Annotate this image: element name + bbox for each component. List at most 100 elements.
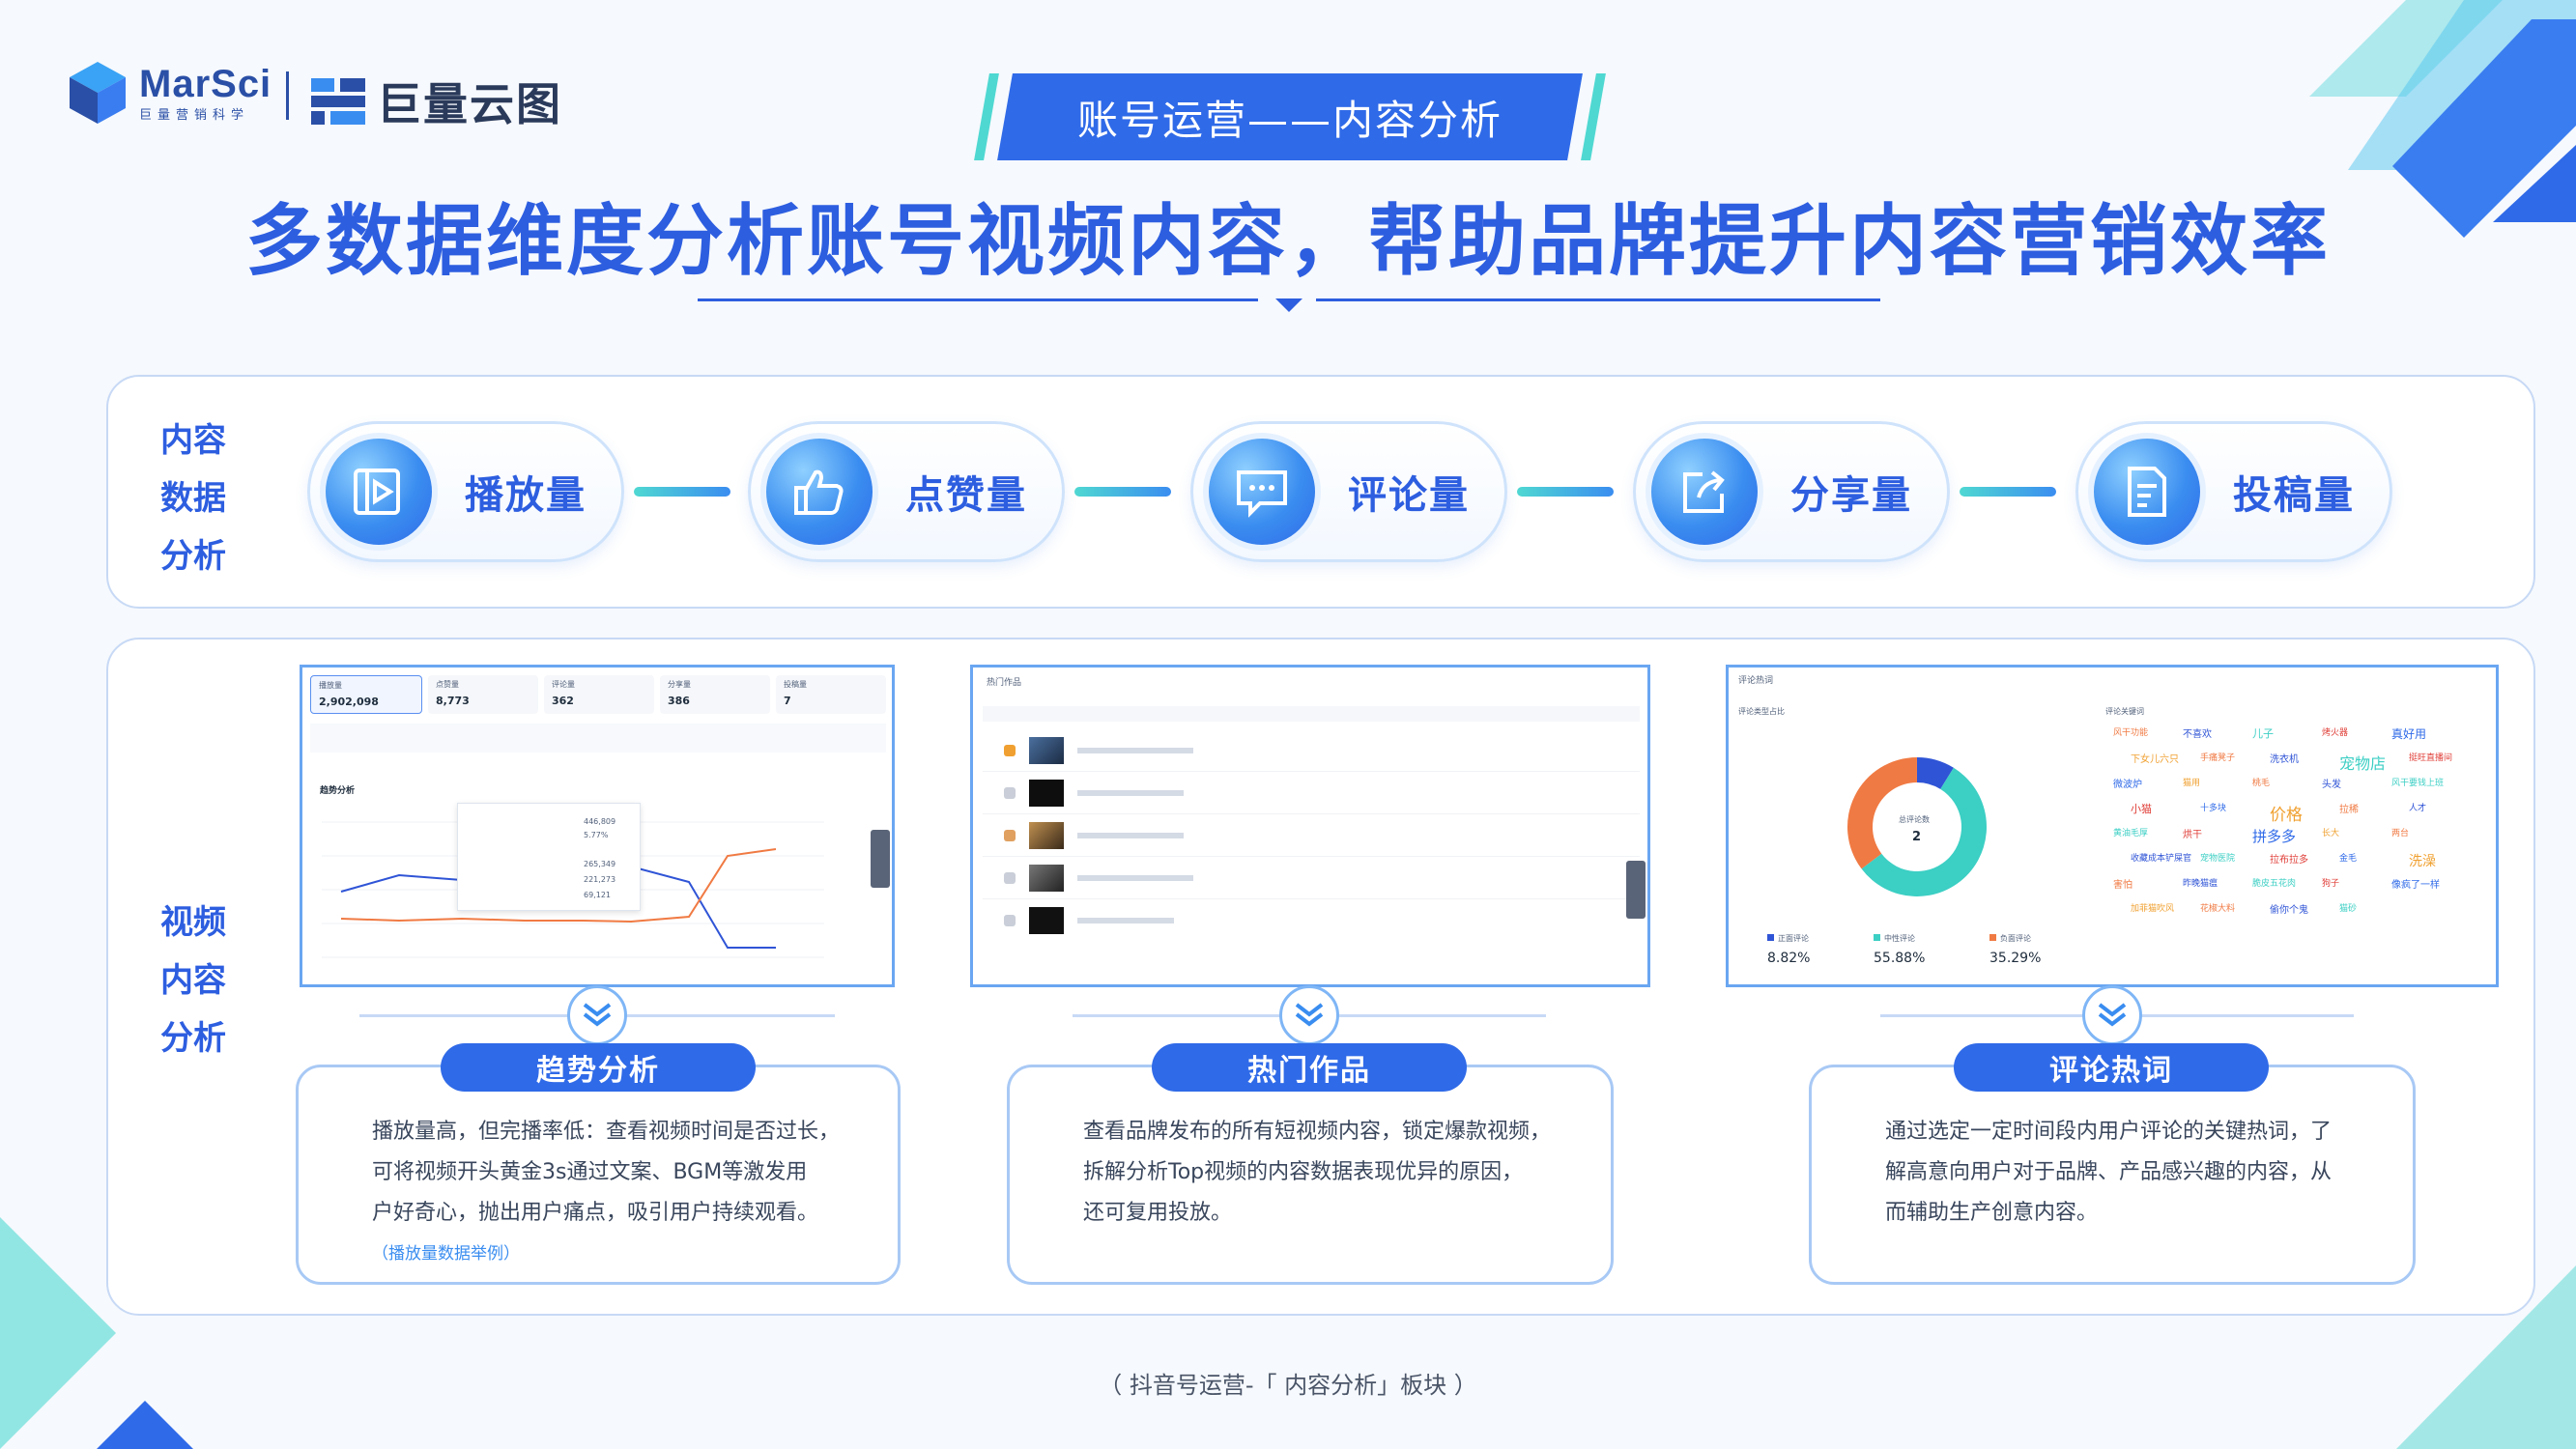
decoration-top-right	[2309, 0, 2576, 238]
marsci-brand-name: MarSci	[139, 63, 272, 105]
word-cloud-term: 桃毛	[2252, 779, 2271, 788]
word-cloud-term: 宠物医院	[2200, 854, 2236, 864]
stat-card: 播放量 2,902,098	[310, 675, 422, 714]
word-cloud-term: 拼多多	[2252, 828, 2297, 845]
stat-card: 评论量 362	[544, 675, 654, 714]
headline-arrow-icon	[1275, 298, 1302, 312]
word-cloud-term: 洗澡	[2409, 854, 2436, 869]
card-tab-comment-words: 评论热词	[1954, 1043, 2269, 1092]
play-icon	[320, 433, 438, 551]
comment-words-card: 通过选定一定时间段内用户评论的关键热词，了 解高意向用户对于品牌、产品感兴趣的内…	[1809, 1065, 2416, 1285]
word-cloud-term: 挺旺直播间	[2409, 753, 2453, 763]
content-data-side-label: 内容 数据 分析	[160, 421, 226, 576]
word-cloud-term: 小猫	[2131, 803, 2152, 815]
word-cloud-term: 宠物店	[2339, 754, 2387, 773]
word-cloud-term: 不喜欢	[2183, 729, 2212, 740]
word-cloud-term: 头发	[2322, 780, 2341, 790]
decoration-bottom-right	[2396, 1265, 2576, 1449]
headline-rule-right	[1316, 298, 1880, 301]
metric-play-count: 播放量	[307, 421, 624, 562]
table-row	[983, 814, 1640, 857]
trend-title: 趋势分析	[320, 786, 356, 796]
card-body: 通过选定一定时间段内用户评论的关键热词，了 解高意向用户对于品牌、产品感兴趣的内…	[1885, 1120, 2333, 1225]
card-tab-hot-works: 热门作品	[1152, 1043, 1467, 1092]
hot-works-table	[983, 729, 1640, 942]
chevron-down-icon	[2082, 985, 2142, 1045]
word-cloud-term: 像疯了一样	[2391, 880, 2440, 891]
legend-neutral: 中性评论 55.88%	[1874, 934, 1926, 966]
marsci-logo: MarSci 巨量营销科学	[68, 60, 272, 126]
juliang-yuntu-logo: 巨量云图	[311, 70, 562, 133]
stats-strip: 播放量 2,902,098 点赞量 8,773 评论量 362 分享量 386 …	[310, 675, 886, 714]
word-cloud-term: 拉布拉多	[2270, 855, 2308, 866]
word-cloud-term: 风干功能	[2113, 728, 2149, 738]
document-icon	[2088, 433, 2206, 551]
word-cloud-term: 猫用	[2183, 779, 2201, 788]
hot-works-screenshot: 热门作品	[970, 665, 1650, 987]
chevron-down-icon	[567, 985, 627, 1045]
legend-negative: 负面评论 35.29%	[1989, 934, 2042, 966]
keyword-word-cloud: 风干功能不喜欢儿子烤火器真好用下女儿六只手痛凳子洗衣机宠物店挺旺直播间微波炉猫用…	[2094, 725, 2480, 948]
card-tab-trend: 趋势分析	[441, 1043, 756, 1092]
hot-works-title: 热门作品	[987, 678, 1022, 688]
page-headline: 多数据维度分析账号视频内容，帮助品牌提升内容营销效率	[245, 196, 2331, 286]
trend-analysis-card: 播放量高，但完播率低：查看视频时间是否过长， 可将视频开头黄金3s通过文案、BG…	[296, 1065, 901, 1285]
table-row	[983, 729, 1640, 772]
word-cloud-term: 风干要钱上班	[2391, 779, 2445, 788]
word-cloud-term: 昨晚猫瘟	[2183, 879, 2218, 889]
comment-donut-chart	[1847, 757, 1987, 896]
partner-name: 巨量云图	[377, 78, 562, 130]
comment-icon	[1203, 433, 1321, 551]
metric-post-count: 投稿量	[2075, 421, 2392, 562]
word-cloud-term: 猫砂	[2339, 904, 2358, 914]
card-body: 播放量高，但完播率低：查看视频时间是否过长， 可将视频开头黄金3s通过文案、BG…	[372, 1112, 840, 1274]
marsci-cube-icon	[70, 62, 126, 124]
metric-share-count: 分享量	[1633, 421, 1950, 562]
word-cloud-term: 偷你个鬼	[2270, 905, 2308, 916]
trend-tooltip: 446,809 5.77% 265,349 221,273 69,121	[457, 803, 641, 911]
word-cloud-term: 两台	[2391, 829, 2410, 838]
metric-like-count: 点赞量	[748, 421, 1065, 562]
logo-divider	[286, 71, 289, 120]
word-cloud-term: 微波炉	[2113, 780, 2142, 790]
word-cloud-term: 人才	[2409, 804, 2427, 813]
donut-slice	[1917, 757, 1954, 789]
section-tag-text: 账号运营——内容分析	[1076, 96, 1503, 144]
chevron-down-icon	[1279, 985, 1339, 1045]
word-cloud-term: 花椒大料	[2200, 904, 2236, 914]
word-cloud-term: 收藏成本铲屎官	[2131, 854, 2192, 864]
metric-connector	[1517, 487, 1614, 497]
metric-connector	[634, 487, 730, 497]
section-tag: 账号运营——内容分析	[974, 73, 1606, 160]
comment-words-title: 评论热词	[1738, 676, 1774, 686]
word-cloud-term: 金毛	[2339, 854, 2358, 864]
word-cloud-term: 长大	[2322, 829, 2340, 838]
word-cloud-term: 加菲猫吹风	[2131, 904, 2175, 914]
word-cloud-term: 下女儿六只	[2131, 754, 2179, 765]
table-header	[983, 706, 1640, 722]
word-cloud-term: 十多块	[2200, 804, 2227, 813]
table-row	[983, 857, 1640, 899]
word-cloud-term: 烘干	[2183, 830, 2202, 840]
word-cloud-term: 价格	[2270, 806, 2303, 825]
table-row	[983, 899, 1640, 942]
word-cloud-term: 洗衣机	[2270, 754, 2299, 765]
marsci-brand-sub: 巨量营销科学	[139, 108, 250, 123]
trend-analysis-screenshot: 播放量 2,902,098 点赞量 8,773 评论量 362 分享量 386 …	[300, 665, 895, 987]
donut-slice	[1847, 757, 1917, 869]
legend-positive: 正面评论 8.82%	[1767, 934, 1811, 966]
stat-card: 分享量 386	[660, 675, 770, 714]
yuntu-mark-icon	[311, 78, 365, 125]
word-cloud-term: 脆皮五花肉	[2252, 879, 2297, 889]
thumbs-up-icon	[760, 433, 878, 551]
word-cloud-term: 黄油毛厚	[2113, 829, 2149, 838]
stats-sub-strip	[310, 724, 886, 753]
metric-connector	[1960, 487, 2056, 497]
stat-card: 点赞量 8,773	[428, 675, 538, 714]
metric-comment-count: 评论量	[1190, 421, 1507, 562]
word-cloud-term: 害怕	[2113, 880, 2132, 891]
donut-slice	[1861, 767, 1987, 896]
stat-card: 投稿量 7	[776, 675, 886, 714]
comment-words-screenshot: 评论热词 评论类型占比 评论关键词 总评论数 2 正面评论 8.82% 中性评论…	[1726, 665, 2499, 987]
word-cloud-term: 真好用	[2391, 727, 2427, 741]
